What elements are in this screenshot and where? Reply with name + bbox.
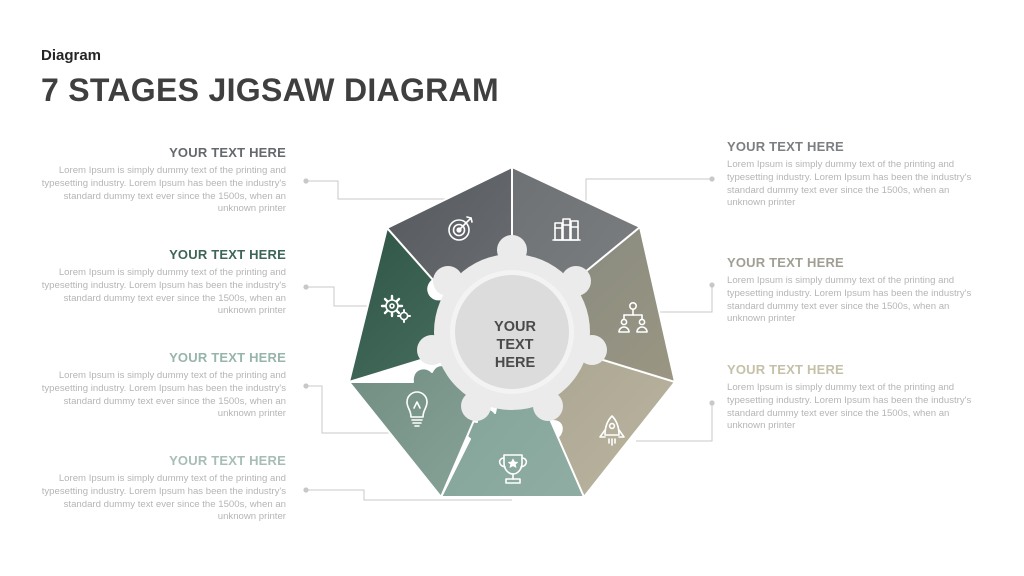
target-icon [448, 216, 473, 241]
text-block-heading: YOUR TEXT HERE [727, 255, 844, 270]
connector-dot [709, 282, 715, 288]
text-block-body: Lorem Ipsum is simply dummy text of the … [727, 382, 972, 432]
team-icon [618, 301, 648, 333]
text-block-body: Lorem Ipsum is simply dummy text of the … [41, 267, 286, 317]
text-block-heading: YOUR TEXT HERE [169, 350, 286, 365]
connector-top-left [306, 180, 446, 200]
text-block-right: YOUR TEXT HERE Lorem Ipsum is simply dum… [727, 255, 977, 326]
connector-left [306, 286, 378, 307]
connector-dot [303, 178, 309, 184]
center-text-line: TEXT [496, 337, 533, 353]
text-block-bottom: YOUR TEXT HERE Lorem Ipsum is simply dum… [36, 453, 286, 524]
text-block-body: Lorem Ipsum is simply dummy text of the … [41, 473, 286, 523]
text-block-heading: YOUR TEXT HERE [727, 139, 844, 154]
trophy-icon [498, 454, 528, 484]
connector-dot [709, 400, 715, 406]
connector-top-right [585, 178, 712, 205]
connector-dot [303, 284, 309, 290]
center-disc [455, 275, 569, 389]
text-block-heading: YOUR TEXT HERE [727, 362, 844, 377]
connector-dot [709, 176, 715, 182]
text-block-bottom-left: YOUR TEXT HERE Lorem Ipsum is simply dum… [36, 350, 286, 421]
center-label: YOUR TEXT HERE [494, 319, 536, 371]
text-block-body: Lorem Ipsum is simply dummy text of the … [41, 370, 286, 420]
connector-dots [303, 176, 715, 493]
text-block-body: Lorem Ipsum is simply dummy text of the … [41, 165, 286, 215]
text-block-top-right: YOUR TEXT HERE Lorem Ipsum is simply dum… [727, 139, 977, 210]
text-block-left: YOUR TEXT HERE Lorem Ipsum is simply dum… [36, 247, 286, 318]
connector-dot [303, 487, 309, 493]
connector-dot [303, 383, 309, 389]
text-block-body: Lorem Ipsum is simply dummy text of the … [727, 159, 972, 209]
connector-lines [306, 178, 713, 501]
gears-icon [380, 294, 411, 323]
slide-title: 7 STAGES JIGSAW DIAGRAM [41, 72, 499, 108]
connector-right [658, 285, 713, 313]
text-block-top-left: YOUR TEXT HERE Lorem Ipsum is simply dum… [36, 145, 286, 216]
text-block-body: Lorem Ipsum is simply dummy text of the … [727, 275, 972, 325]
connector-bottom [306, 489, 512, 501]
center-text-line: YOUR [494, 319, 536, 335]
text-block-heading: YOUR TEXT HERE [169, 145, 286, 160]
lightbulb-icon [406, 391, 428, 427]
center-text-line: HERE [495, 355, 536, 371]
rocket-icon [599, 415, 625, 446]
slide-subtitle: Diagram [41, 47, 102, 64]
text-block-heading: YOUR TEXT HERE [169, 453, 286, 468]
connector-bottom-right [636, 403, 713, 442]
books-icon [552, 218, 581, 241]
center-gear [417, 235, 607, 421]
text-block-bottom-right: YOUR TEXT HERE Lorem Ipsum is simply dum… [727, 362, 977, 433]
connector-bottom-left [306, 385, 394, 434]
text-block-heading: YOUR TEXT HERE [169, 247, 286, 262]
